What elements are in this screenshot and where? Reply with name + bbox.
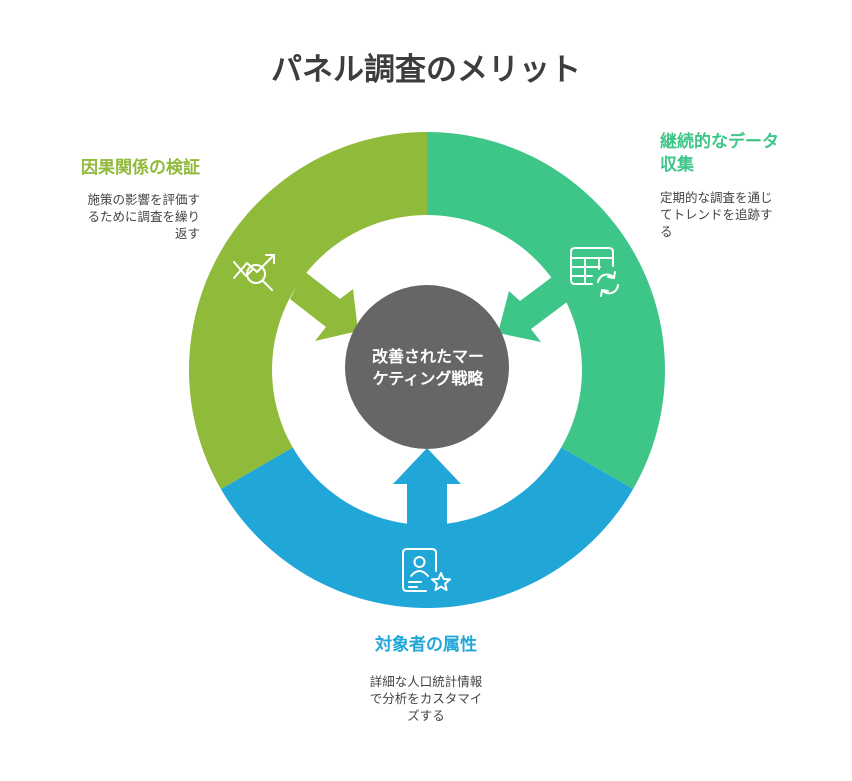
causal-verification-description: 施策の影響を評価す るために調査を繰り 返す <box>50 191 200 242</box>
attributes-desc-line1: 詳細な人口統計情報 <box>369 674 483 689</box>
center-label-line2: ケティング戦略 <box>372 369 484 388</box>
page-title: パネル調査のメリット <box>271 52 581 88</box>
attributes-desc-line3: ズする <box>407 708 445 723</box>
profile-star-icon <box>402 548 451 592</box>
causal-desc-line1: 施策の影響を評価す <box>87 192 200 207</box>
attributes-desc-line2: で分析をカスタマイ <box>369 691 483 706</box>
arrow-continuous <box>498 274 567 342</box>
continuous-title-line2: 収集 <box>660 155 694 175</box>
continuous-desc-line3: る <box>660 224 673 239</box>
continuous-desc-line2: てトレンドを追跡す <box>660 207 773 222</box>
continuous-data-title: 継続的なデータ 収集 <box>660 131 830 177</box>
table-refresh-icon <box>570 247 619 297</box>
respondent-attributes-title: 対象者の属性 <box>375 635 477 655</box>
causal-desc-line3: 返す <box>174 226 200 241</box>
center-label-line1: 改善されたマー <box>371 347 484 366</box>
trend-analysis-magnifier-icon <box>233 254 275 291</box>
continuous-data-description: 定期的な調査を通じ てトレンドを追跡す る <box>660 189 830 240</box>
segment-continuous-data[interactable] <box>427 132 665 489</box>
continuous-desc-line1: 定期的な調査を通じ <box>660 190 773 205</box>
continuous-title-line1: 継続的なデータ <box>660 132 779 152</box>
segment-causal-verification[interactable] <box>189 132 427 489</box>
center-hub <box>345 285 509 449</box>
arrow-causal <box>290 271 358 341</box>
causal-desc-line2: るために調査を繰り <box>87 209 200 224</box>
respondent-attributes-description: 詳細な人口統計情報 で分析をカスタマイ ズする <box>326 673 526 724</box>
center-hub-label: 改善されたマー ケティング戦略 <box>348 346 508 390</box>
arrow-attributes <box>393 448 461 531</box>
causal-verification-title: 因果関係の検証 <box>81 158 200 178</box>
